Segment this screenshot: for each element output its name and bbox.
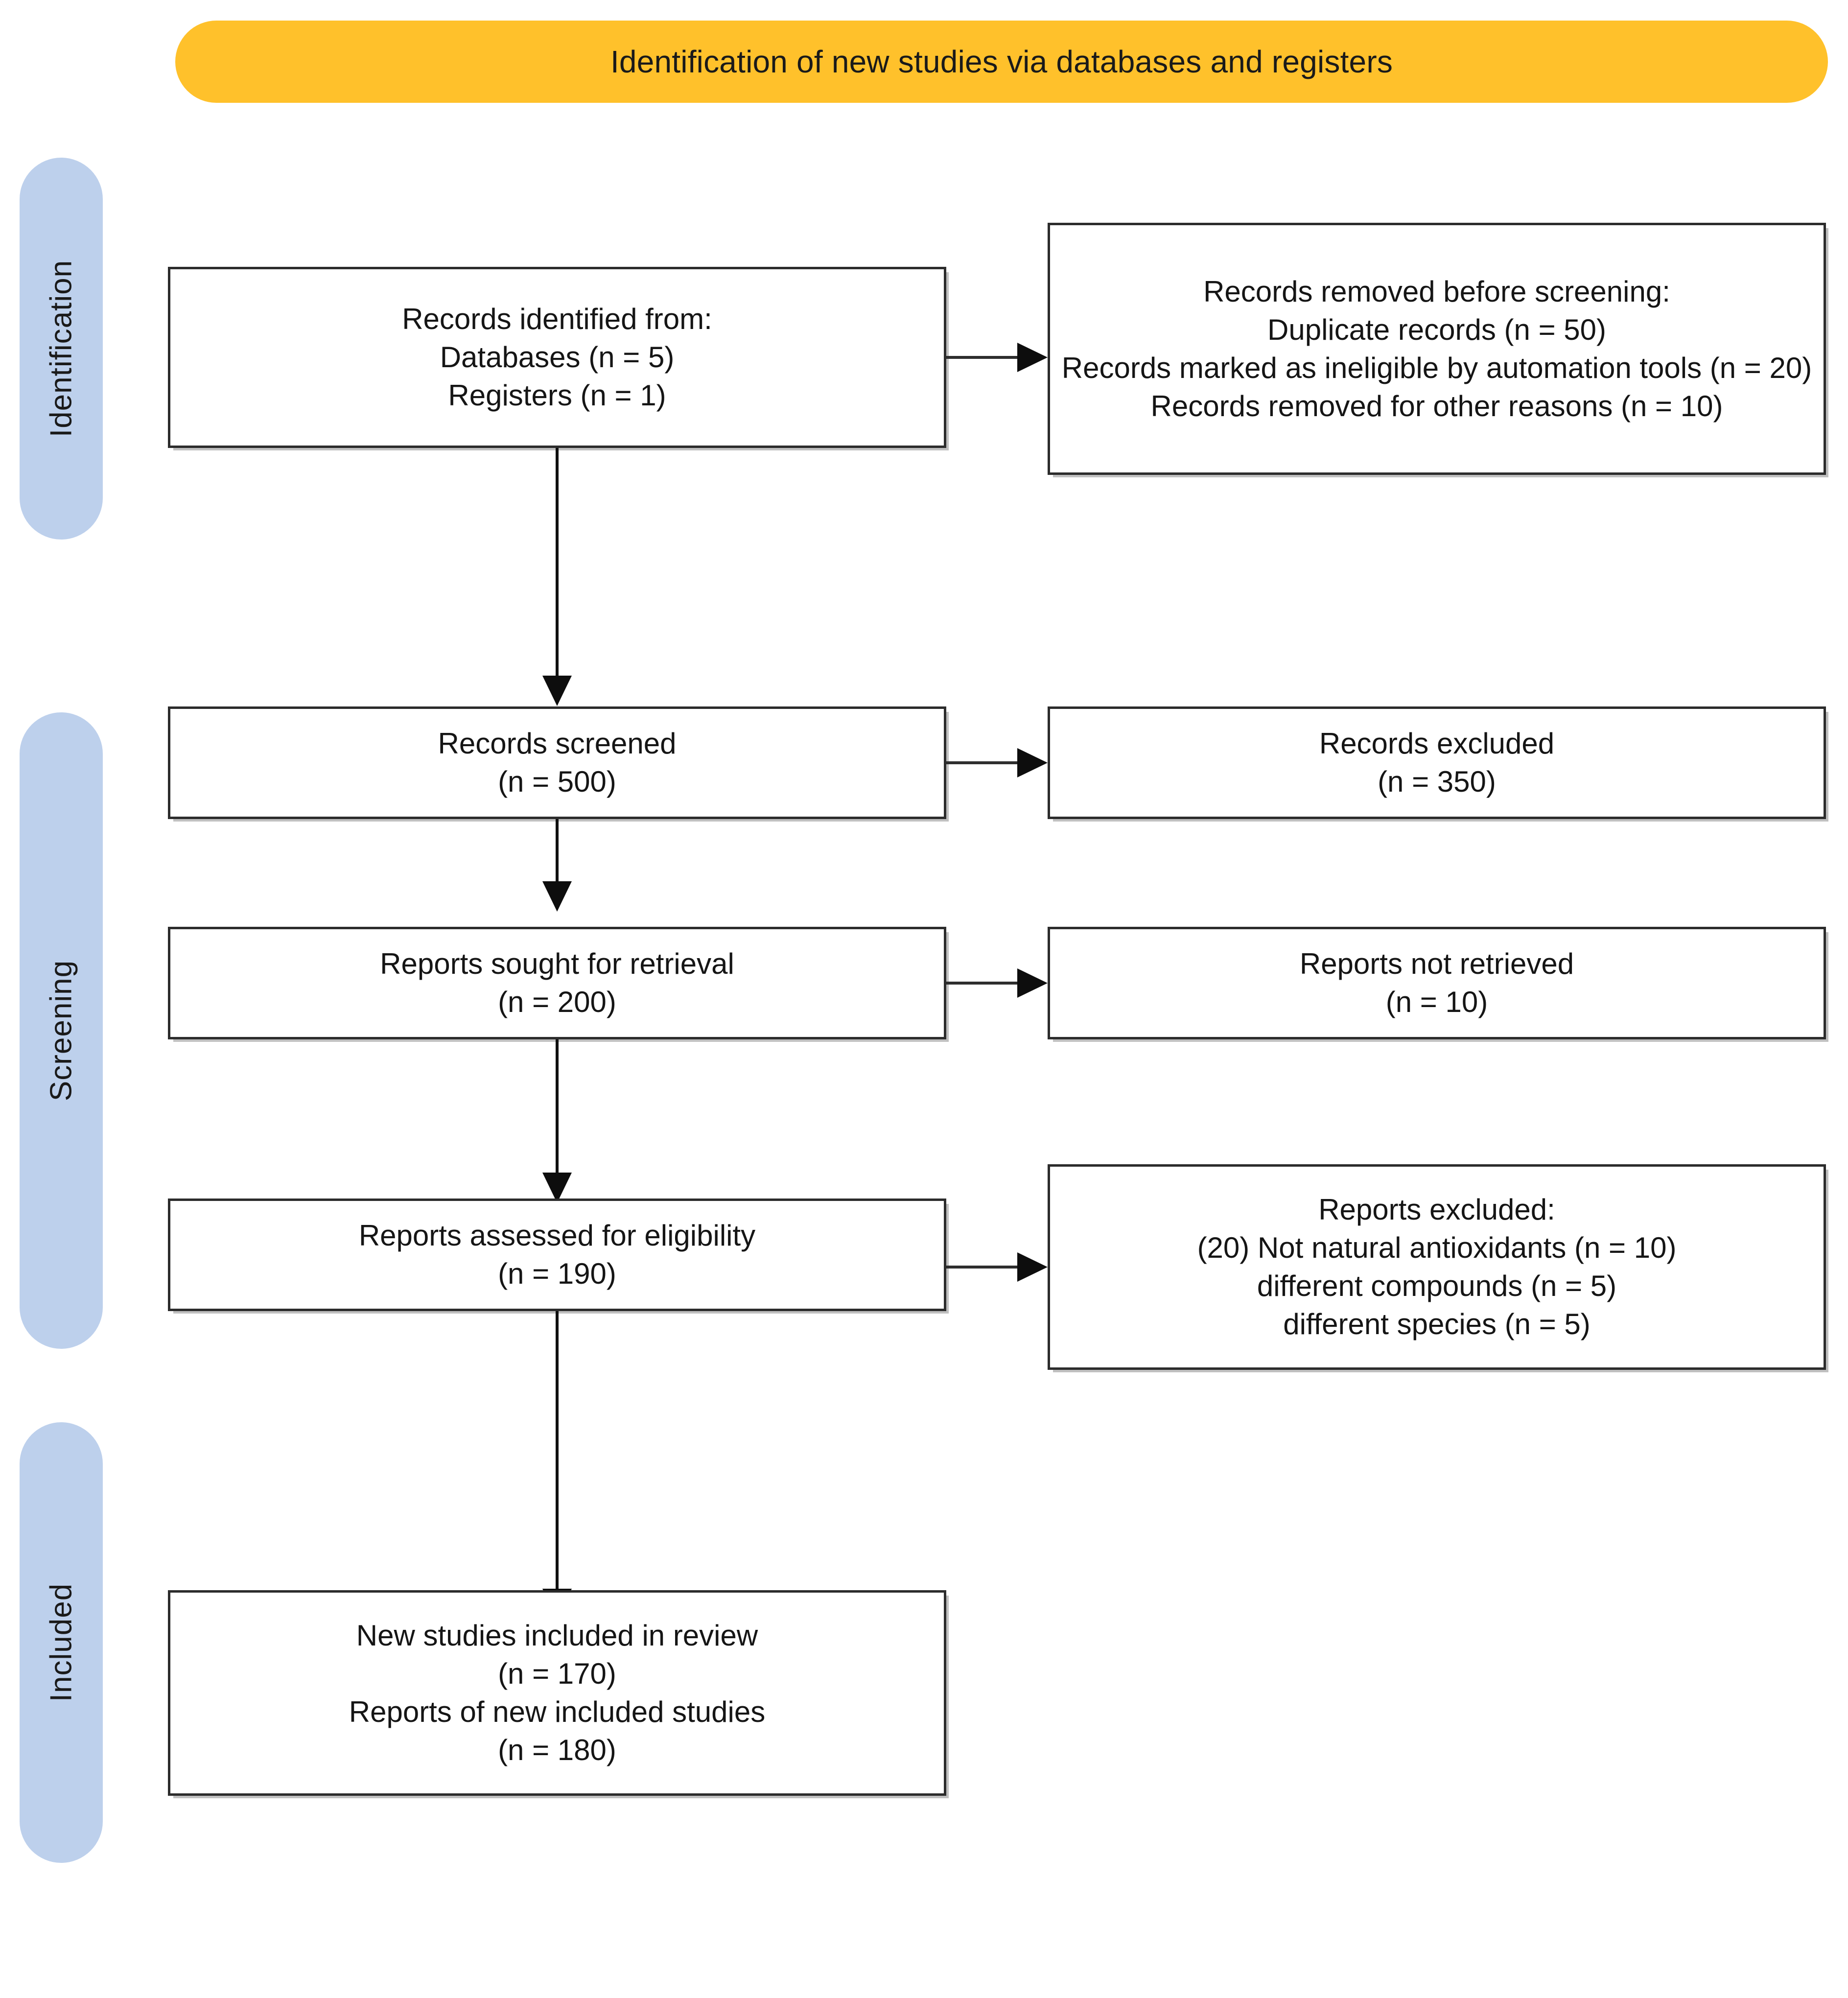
box-records-removed: Records removed before screening: Duplic…: [1048, 223, 1826, 475]
connector-line-identified-to-removed: [946, 356, 1017, 359]
box-line: Duplicate records (n = 50): [1267, 313, 1606, 346]
stage-label-screening: Screening: [44, 960, 78, 1102]
arrow-screened-to-sought: [542, 881, 572, 912]
box-line: Records identified from:: [402, 303, 712, 335]
box-line: different compounds (n = 5): [1257, 1269, 1617, 1302]
connector-line-sought-to-notretrieved: [946, 982, 1017, 985]
box-line: Records removed before screening:: [1203, 275, 1670, 308]
box-line: (n = 170): [498, 1657, 616, 1690]
connector-line-assessed-to-excluded: [946, 1266, 1017, 1269]
box-line: Records removed for other reasons (n = 1…: [1150, 389, 1723, 423]
arrow-identified-to-screened: [542, 676, 572, 706]
connector-line-identified-to-screened: [556, 448, 559, 688]
stage-label-included: Included: [44, 1583, 78, 1702]
box-line: Reports assessed for eligibility: [358, 1219, 756, 1252]
box-line: (n = 350): [1378, 765, 1496, 798]
arrow-screened-to-excluded: [1017, 748, 1048, 777]
arrow-sought-to-assessed: [542, 1173, 572, 1203]
box-line: Reports not retrieved: [1299, 947, 1574, 980]
box-line: (20) Not natural antioxidants (n = 10): [1197, 1231, 1677, 1264]
stage-label-identification: Identification: [44, 259, 78, 438]
box-reports-sought: Reports sought for retrieval (n = 200): [168, 927, 946, 1039]
connector-line-screened-to-sought: [556, 819, 559, 893]
box-line: Databases (n = 5): [440, 341, 675, 374]
stage-included: Included: [20, 1422, 103, 1863]
box-line: Reports sought for retrieval: [380, 947, 734, 980]
connector-line-sought-to-assessed: [556, 1039, 559, 1184]
box-line: (n = 180): [498, 1734, 616, 1766]
box-line: (n = 10): [1385, 986, 1488, 1018]
stage-identification: Identification: [20, 158, 103, 540]
banner-title: Identification of new studies via databa…: [610, 44, 1393, 79]
diagram-header-banner: Identification of new studies via databa…: [175, 21, 1828, 103]
arrow-sought-to-notretrieved: [1017, 968, 1048, 998]
box-line: (n = 200): [498, 986, 616, 1018]
stage-screening: Screening: [20, 712, 103, 1349]
box-line: Records excluded: [1319, 727, 1555, 760]
box-reports-assessed: Reports assessed for eligibility (n = 19…: [168, 1199, 946, 1311]
box-line: (n = 500): [498, 765, 616, 798]
box-reports-excluded: Reports excluded: (20) Not natural antio…: [1048, 1164, 1826, 1370]
connector-line-screened-to-excluded: [946, 761, 1017, 764]
box-reports-not-retrieved: Reports not retrieved (n = 10): [1048, 927, 1826, 1039]
arrow-assessed-to-excluded: [1017, 1252, 1048, 1282]
box-line: Reports of new included studies: [349, 1695, 766, 1728]
arrow-identified-to-removed: [1017, 343, 1048, 372]
box-new-studies-included: New studies included in review (n = 170)…: [168, 1590, 946, 1796]
box-records-identified: Records identified from: Databases (n = …: [168, 267, 946, 448]
box-line: Records marked as ineligible by automati…: [1061, 351, 1812, 384]
box-line: Registers (n = 1): [448, 379, 666, 412]
box-line: Reports excluded:: [1318, 1193, 1555, 1226]
connector-line-assessed-to-included: [556, 1311, 559, 1600]
box-line: New studies included in review: [356, 1619, 758, 1652]
box-line: (n = 190): [498, 1257, 616, 1290]
box-records-screened: Records screened (n = 500): [168, 706, 946, 819]
box-line: different species (n = 5): [1283, 1308, 1591, 1340]
box-line: Records screened: [438, 727, 677, 760]
box-records-excluded: Records excluded (n = 350): [1048, 706, 1826, 819]
